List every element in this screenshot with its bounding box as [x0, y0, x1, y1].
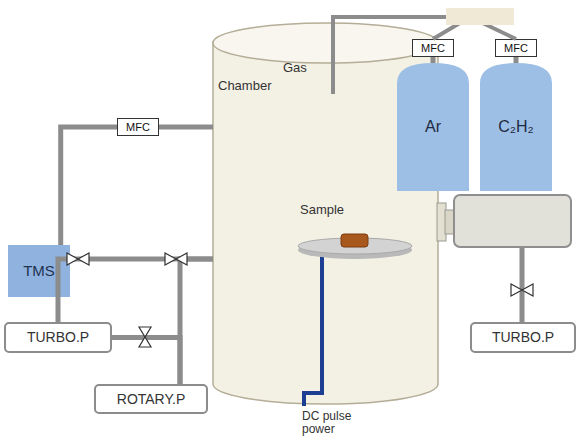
- gas-line: [159, 125, 213, 130]
- vacuum-pipe: [112, 338, 180, 385]
- gas-cylinder: Ar: [397, 63, 469, 191]
- vacuum-pipe: [180, 259, 213, 384]
- cylinder-body: [397, 63, 469, 191]
- valve-symbol: [165, 253, 187, 265]
- pump-box: TURBO.P: [470, 322, 576, 353]
- node-label: TURBO.P: [492, 329, 554, 345]
- gas-line: [333, 17, 470, 94]
- node-label: MFC: [421, 42, 445, 55]
- node-label: Chamber: [218, 79, 271, 94]
- gas-line: [61, 127, 117, 245]
- gas-manifold: [446, 8, 514, 25]
- mfc-box: MFC: [495, 39, 537, 57]
- node-label: MFC: [126, 121, 150, 134]
- gas-line: [333, 17, 516, 94]
- annotation-label: Sample: [300, 203, 344, 217]
- pump-box: TURBO.P: [4, 322, 112, 353]
- node-label: ROTARY.P: [117, 391, 185, 407]
- node-label: MFC: [504, 42, 528, 55]
- node-label: TURBO.P: [27, 329, 89, 345]
- node-label: C₂H₂: [498, 118, 534, 136]
- mfc-box: MFC: [412, 39, 454, 57]
- vacuum-pipe: [58, 259, 213, 322]
- chamber-lid: [213, 23, 438, 63]
- annotation-label: DC pulse power: [302, 410, 366, 436]
- vacuum-pipe: [520, 248, 525, 322]
- node-label: Ar: [425, 118, 441, 136]
- pump-box: ROTARY.P: [94, 384, 208, 414]
- valve-symbol: [139, 327, 151, 347]
- node-label: TMS: [23, 262, 55, 279]
- load-lock: [454, 195, 571, 247]
- annotation-label: Gas: [283, 61, 307, 75]
- valve-symbol: [511, 284, 533, 296]
- gas-line: [514, 57, 519, 63]
- gas-line: [431, 57, 436, 63]
- gas-cylinder: C₂H₂: [480, 63, 552, 191]
- sample-piece: [341, 234, 368, 247]
- port-flange: [445, 210, 454, 234]
- mfc-box: MFC: [117, 118, 159, 136]
- cylinder-body: [480, 63, 552, 191]
- valve-symbol: [67, 253, 89, 265]
- power-lead: [304, 256, 322, 406]
- precursor-source: TMS: [8, 245, 70, 297]
